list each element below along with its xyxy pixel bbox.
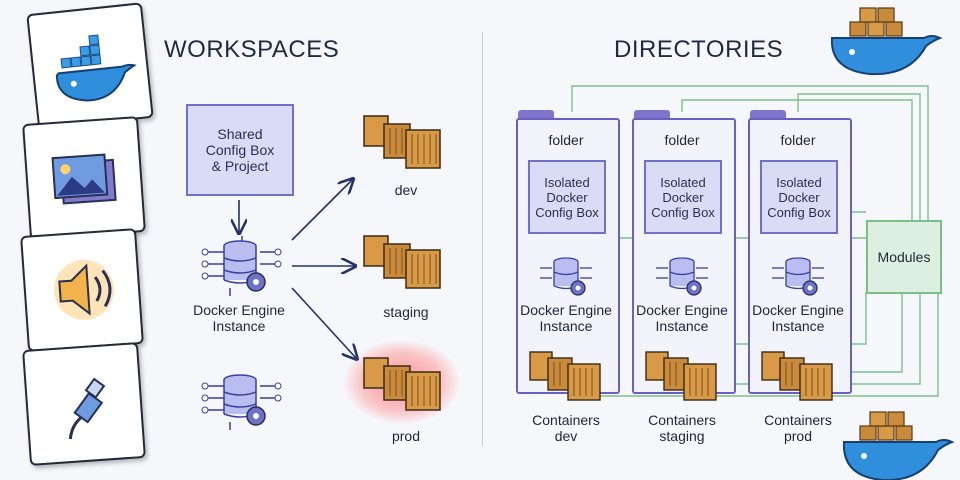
- usb-card[interactable]: [22, 342, 146, 466]
- folder-engine-label: Docker Engine Instance: [752, 302, 844, 334]
- containers-label: Containers: [532, 412, 600, 428]
- image-gallery-icon: [51, 153, 117, 205]
- containers-label-staging: Containers staging: [632, 412, 732, 444]
- engine-to-prod-arrow: [291, 287, 356, 358]
- container-stack-dev: [363, 115, 441, 169]
- audio-card[interactable]: [20, 228, 144, 352]
- containers-label-dev: Containers dev: [516, 412, 616, 444]
- usb-plug-icon: [68, 377, 106, 440]
- modules-box[interactable]: Modules: [866, 220, 942, 294]
- containers-label-prod: Containers prod: [748, 412, 848, 444]
- container-stack-staging: [363, 235, 441, 289]
- folder-tab: [634, 110, 670, 120]
- docker-engine-icon-prod: [772, 257, 824, 296]
- container-stack-prod: [363, 357, 441, 411]
- container-stack-folder-staging: [645, 351, 717, 401]
- docker-card[interactable]: [26, 2, 154, 130]
- image-card[interactable]: [22, 116, 146, 240]
- env-label-staging: staging: [383, 304, 429, 320]
- isolated-config-label: Isolated Docker Config Box: [767, 174, 831, 220]
- containers-env: dev: [554, 428, 578, 444]
- workspace-engine-label: Docker Engine Instance: [193, 302, 285, 334]
- folder-label: folder: [548, 132, 584, 148]
- folder-engine-label: Docker Engine Instance: [520, 302, 612, 334]
- folder-engine-label: Docker Engine Instance: [636, 302, 728, 334]
- container-stack-folder-dev: [529, 351, 601, 401]
- folder-label: folder: [664, 132, 700, 148]
- folder-tab: [518, 110, 554, 120]
- docker-whale-icon-top: [830, 7, 943, 76]
- engine-to-dev-arrow: [291, 180, 352, 241]
- shared-config-box-label: Shared Config Box & Project: [205, 126, 275, 174]
- shared-config-box: Shared Config Box & Project: [186, 104, 294, 196]
- folder-label: folder: [780, 132, 816, 148]
- workspaces-title: WORKSPACES: [164, 36, 340, 63]
- container-stack-folder-prod: [761, 351, 833, 401]
- docker-whale-icon: [55, 34, 137, 102]
- docker-engine-icon-secondary: [201, 374, 282, 430]
- isolated-config-box-prod: Isolated Docker Config Box: [760, 160, 838, 234]
- isolated-config-label: Isolated Docker Config Box: [535, 174, 599, 220]
- isolated-config-box-dev: Isolated Docker Config Box: [528, 160, 606, 234]
- docker-whale-icon-bottom: [842, 411, 955, 480]
- containers-env: prod: [783, 428, 813, 444]
- env-label-dev: dev: [394, 182, 418, 198]
- containers-label: Containers: [764, 412, 832, 428]
- docker-engine-icon: [201, 236, 282, 296]
- folder-tab: [750, 110, 786, 120]
- docker-engine-icon-dev: [540, 257, 592, 296]
- isolated-config-box-staging: Isolated Docker Config Box: [644, 160, 722, 234]
- speaker-icon: [53, 259, 114, 320]
- env-label-prod: prod: [391, 428, 421, 444]
- directories-title: DIRECTORIES: [614, 36, 784, 63]
- modules-label: Modules: [877, 249, 931, 265]
- section-divider: [482, 32, 483, 446]
- isolated-config-label: Isolated Docker Config Box: [651, 174, 715, 220]
- containers-label: Containers: [648, 412, 716, 428]
- containers-env: staging: [659, 428, 705, 444]
- docker-engine-icon-staging: [656, 257, 708, 296]
